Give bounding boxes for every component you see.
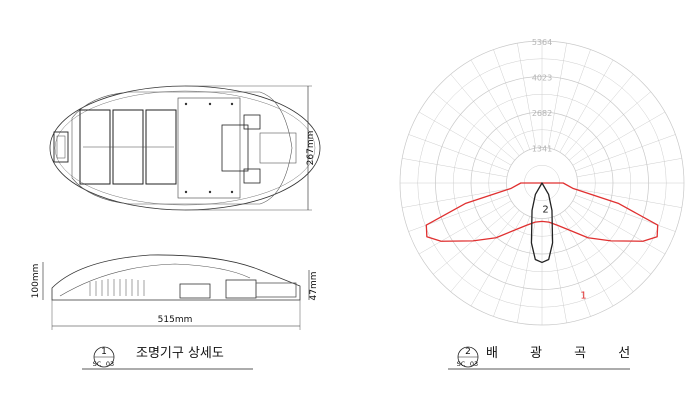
polar-grid-spoke: [572, 200, 666, 255]
luminaire-side-view: [42, 254, 310, 330]
title-page-left: 03: [106, 360, 114, 368]
luminaire-plan-view: [49, 85, 321, 211]
polar-tick-labels: 1341 2682 4023 5364: [532, 38, 552, 154]
title-sheet-right: SC: [457, 360, 466, 368]
front-lens-slot: [53, 131, 69, 163]
dim-depth-label: 47mm: [309, 272, 319, 301]
mount-bracket: [221, 124, 249, 172]
polar-grid-spoke: [517, 217, 537, 323]
polar-grid-spoke: [553, 49, 591, 150]
polar-grid-spoke: [564, 210, 634, 292]
title-block-left: 1 SC 03 조명기구 상세도: [82, 346, 253, 370]
polar-grid-spoke: [576, 188, 682, 208]
polar-series-label-1: 1: [580, 291, 586, 302]
polar-grid-spoke: [450, 74, 520, 156]
polar-grid-spoke: [418, 200, 512, 255]
polar-grid-spoke: [408, 194, 509, 232]
polar-grid-spoke: [418, 111, 512, 166]
luminaire-inner-shell: [54, 90, 316, 206]
polar-grid-spoke: [450, 210, 520, 292]
polar-grid-spoke: [517, 43, 537, 149]
title-number-right: 2: [465, 347, 471, 357]
pole-entry: [259, 132, 297, 164]
title-text-right: 배 광 곡 선: [486, 346, 644, 361]
side-pole-clamp: [255, 282, 297, 298]
mount-clamp-top: [243, 114, 261, 130]
polar-grid-spoke: [547, 43, 567, 149]
title-block-right: 2 SC 03 배 광 곡 선: [448, 346, 644, 370]
front-lens-inner: [56, 135, 66, 159]
side-housing-outline: [51, 254, 301, 301]
polar-grid-spoke: [493, 216, 531, 317]
polar-series-2: [530, 182, 554, 264]
polar-tick-label: 1341: [532, 145, 552, 154]
polar-series-1: [425, 182, 659, 242]
title-text-left: 조명기구 상세도: [136, 346, 224, 361]
polar-grid-spoke: [493, 49, 531, 150]
polar-grid-spoke: [433, 205, 515, 275]
polar-grid-spoke: [559, 59, 614, 153]
title-page-right: 03: [470, 360, 478, 368]
polar-grid-spoke: [564, 74, 634, 156]
driver-screws: [184, 102, 234, 194]
polar-tick-label: 4023: [532, 74, 552, 83]
polar-grid-spoke: [433, 91, 515, 161]
polar-tick-label: 5364: [532, 38, 552, 47]
polar-grid-spoke: [572, 111, 666, 166]
polar-grid-spoke: [575, 134, 676, 172]
title-sheet-left: SC: [93, 360, 102, 368]
title-number-left: 1: [101, 347, 107, 357]
polar-grid-spoke: [470, 213, 525, 307]
polar-grid-spoke: [569, 91, 651, 161]
heatsink-fins: [89, 279, 145, 296]
polar-series-label-2: 2: [542, 204, 548, 215]
polar-grid-spoke: [547, 217, 567, 323]
polar-grid-spoke: [402, 188, 508, 208]
polar-grid-spoke: [553, 216, 591, 317]
dim-width-label: 267mm: [306, 131, 316, 166]
dim-length-label: 515mm: [158, 315, 193, 325]
polar-grid-spoke: [402, 158, 508, 178]
dim-height-label: 100mm: [31, 264, 41, 299]
polar-series: 12: [425, 182, 659, 302]
driver-compartment: [177, 97, 241, 199]
polar-grid-spoke: [408, 134, 509, 172]
mount-clamp-bottom: [243, 168, 261, 184]
polar-grid-spoke: [576, 158, 682, 178]
luminaire-housing-outline: [71, 91, 293, 205]
polar-tick-label: 2682: [532, 109, 552, 118]
side-lens-curve: [59, 263, 251, 297]
side-driver-box: [179, 283, 211, 299]
polar-grid-spoke: [569, 205, 651, 275]
polar-grid: [399, 40, 685, 326]
polar-grid-spoke: [575, 194, 676, 232]
polar-grid-spoke: [470, 59, 525, 153]
side-mount-block: [225, 279, 257, 299]
